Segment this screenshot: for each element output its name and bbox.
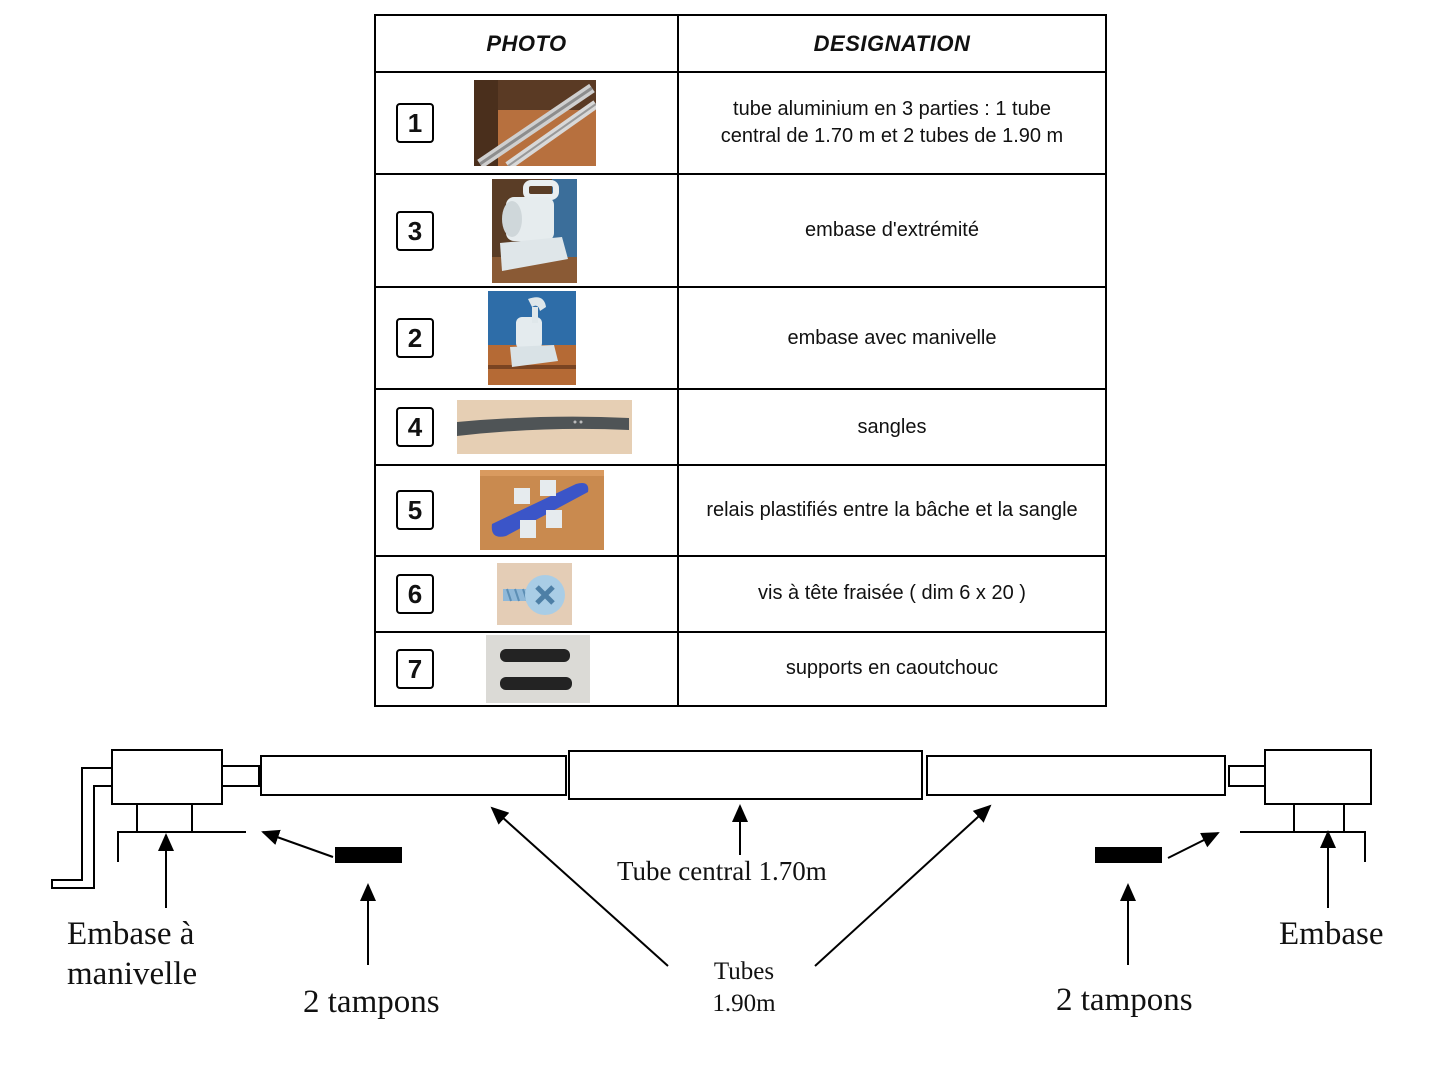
table-header-row: PHOTO DESIGNATION [374,14,1107,73]
photo-cell: 7 [374,630,679,708]
assembly-drawing [51,749,1372,967]
item-number: 5 [396,490,434,531]
right-pad-target-arrow [1167,832,1220,859]
crank-base-label: Embase à manivelle [67,916,198,992]
crank-base-drawing [51,749,260,889]
item-number: 3 [396,210,434,251]
end-base-label: Embase [1279,916,1384,952]
table-row: 4 sangles [374,388,1107,466]
central-tube-label: Tube central 1.70m [617,856,827,886]
table-row: 5 relais plastifiés entre la bâche et la… [374,463,1107,557]
table-row: 2 embase avec manivelle [374,286,1107,391]
item-number: 2 [396,318,434,359]
designation-column-header: DESIGNATION [677,14,1107,73]
end-base-drawing [1228,749,1372,862]
left-tube-arrow [490,806,669,967]
central-tube-drawing [568,750,923,800]
plastic-relay-photo [480,470,604,551]
left-tube-drawing [260,755,567,796]
designation-cell: tube aluminium en 3 parties : 1 tube cen… [677,70,1107,176]
right-tube-drawing [926,755,1226,796]
crank-base-photo [488,291,576,386]
left-pad-target-arrow [261,829,334,858]
designation-cell: embase avec manivelle [677,286,1107,391]
photo-cell: 5 [374,463,679,557]
designation-cell: vis à tête fraisée ( dim 6 x 20 ) [677,554,1107,633]
designation-cell: embase d'extrémité [677,173,1107,289]
countersunk-screw-photo [497,562,572,625]
table-row: 7 supports en caoutchouc [374,630,1107,708]
assembly-diagram: Embase à manivelle 2 tampons Tube centra… [0,720,1448,1086]
left-pads-label: 2 tampons [303,984,440,1020]
item-number: 7 [396,648,434,689]
photo-column-header: PHOTO [374,14,679,73]
right-pads-label: 2 tampons [1056,982,1193,1018]
table-row: 6 vis à tête fraisée ( dim 6 x 20 ) [374,554,1107,633]
tubes-label: Tubes 1.90m [712,958,776,1017]
table-row: 1 tube aluminium en 3 parties : 1 tube c… [374,70,1107,176]
designation-cell: sangles [677,388,1107,466]
photo-cell: 3 [374,173,679,289]
item-number: 1 [396,103,434,144]
table-row: 3 embase d'extrémité [374,173,1107,289]
parts-table: PHOTO DESIGNATION 1 [374,14,1107,708]
item-number: 6 [396,573,434,614]
right-tube-arrow [814,804,992,967]
designation-cell: relais plastifiés entre la bâche et la s… [677,463,1107,557]
strap-photo [457,400,632,455]
photo-cell: 6 [374,554,679,633]
item-number: 4 [396,407,434,448]
designation-cell: supports en caoutchouc [677,630,1107,708]
photo-cell: 2 [374,286,679,391]
right-pad-drawing [1095,847,1162,863]
left-pad-drawing [335,847,402,863]
photo-cell: 1 [374,70,679,176]
end-base-photo [492,178,577,283]
rubber-supports-photo [486,634,590,703]
aluminium-tubes-photo [474,80,596,167]
photo-cell: 4 [374,388,679,466]
